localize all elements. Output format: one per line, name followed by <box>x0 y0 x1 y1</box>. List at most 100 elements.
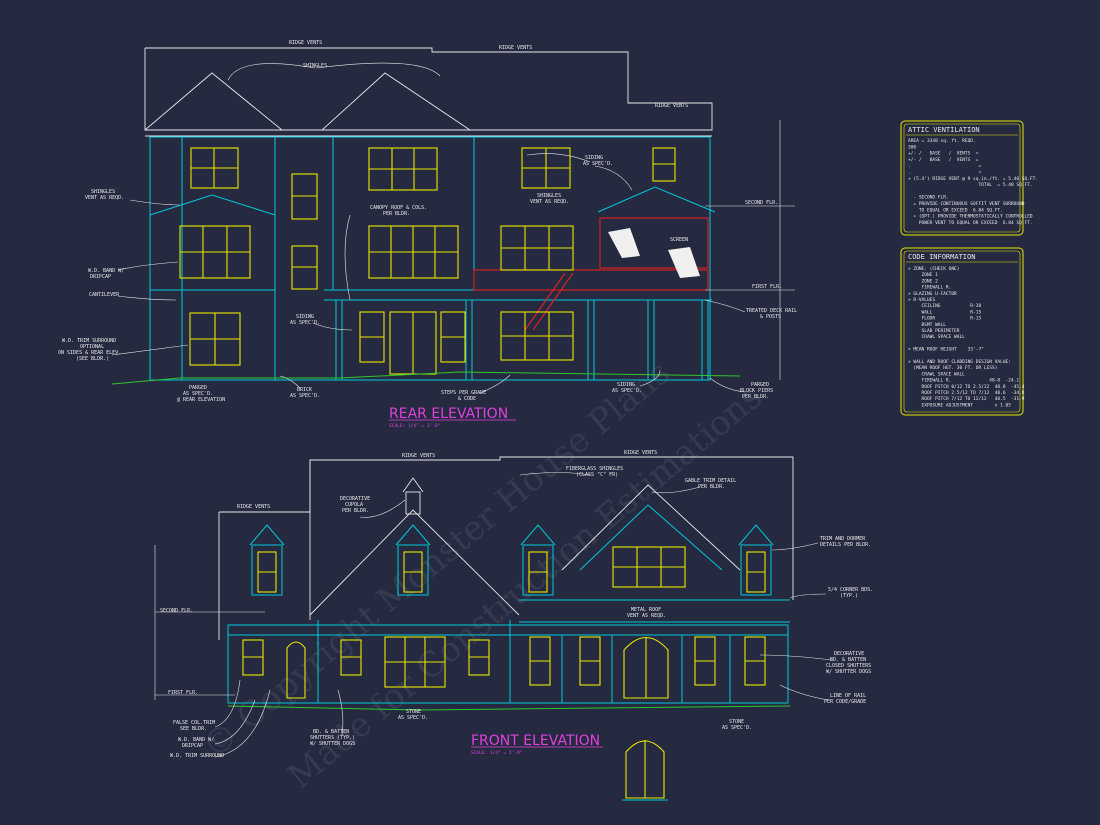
front-dormer-l1: TRIM AND DORMER <box>820 536 866 542</box>
rear-deck-l1: TREATED DECK RAIL <box>746 308 797 314</box>
rear-parged1-l3: @ REAR ELEVATION <box>177 397 225 403</box>
rear-deck-l2: & POSTS <box>760 314 781 320</box>
rear-wd-band-l2: DRIPCAP <box>90 274 111 280</box>
front-shutters-l1: DECORATIVE <box>834 651 864 657</box>
cupola <box>405 491 421 515</box>
front-shutters-l2: BD. & BATTEN <box>830 657 866 663</box>
front-annotations: RIDGE VENTS RIDGE VENTS RIDGE VENTS FIBE… <box>160 450 873 759</box>
code-lines-line-19: ROOF PITCH 0/12 TO 2.5/12 48.8 -45.4 <box>908 384 1025 390</box>
front-shutters-l4: W/ SHUTTER DOGS <box>826 669 871 675</box>
front-batten-l2: SHUTTERS (TYP.) <box>310 735 355 741</box>
attic-lines-line-11: TO EQUAL OR EXCEED 6.84 SQ.FT. <box>908 207 1003 213</box>
front-cupola-l3: PER BLDR. <box>342 508 369 514</box>
attic-lines-line-3: +/- / BASE / VENTS = <box>908 157 979 163</box>
front-center-gable <box>309 509 520 616</box>
svg-text:CANOPY ROOF & COLS.PER BLDR.: CANOPY ROOF & COLS.PER BLDR. <box>370 205 427 217</box>
code-lines-line-16: (MEAN ROOF HGT. 30 FT. OR LESS) <box>908 365 997 371</box>
code-lines-line-22: EXPOSURE ADJUSTMENT x 1.05 <box>908 402 1011 408</box>
screen-glare-1 <box>608 228 640 258</box>
rear-roof-hip-center <box>321 72 471 131</box>
rear-elevation-scale: SCALE: 1/4" = 1'-0" <box>389 423 440 429</box>
code-information-panel: CODE INFORMATION > ZONE: (CHECK ONE) ZON… <box>900 247 1025 416</box>
code-lines-line-9: BSMT WALL <box>908 322 946 328</box>
rear-first-flr: FIRST FLR. <box>752 284 782 290</box>
attic-lines-line-5: . = <box>908 171 981 176</box>
attic-lines-line-0: AREA = 3348 sq. ft. REQD. <box>908 138 976 144</box>
rear-cantilever: CANTILEVER <box>89 292 120 298</box>
front-first-flr: FIRST FLR. <box>168 690 198 696</box>
rear-trim-l2: OPTIONAL <box>80 344 104 350</box>
front-falsecol-l2: SEE BLDR. <box>180 726 207 732</box>
front-batten-l3: W/ SHUTTER DOGS <box>310 741 355 747</box>
rear-siding3-l1: SIDING <box>617 382 635 388</box>
rear-screen: SCREEN <box>670 237 688 243</box>
screen-glare-2 <box>668 247 700 278</box>
rear-brick-l2: AS SPEC'D. <box>290 393 320 399</box>
rear-siding1-l2: AS SPEC'D. <box>583 161 613 167</box>
front-gable-l2: PER BLDR. <box>698 484 725 490</box>
rear-shingles-vent-l1: SHINGLES <box>91 189 115 195</box>
front-metal-roof-l2: VENT AS REQD. <box>627 613 666 619</box>
rear-parged1-l2: AS SPEC'D. <box>183 391 213 397</box>
code-lines-line-10: SLAB PERIMETER <box>908 328 960 334</box>
rear-roof-outline <box>144 47 713 131</box>
rear-grade-line <box>111 371 741 385</box>
code-lines-line-2: ZONE 2 <box>908 278 938 284</box>
rear-ridge-vents-3: RIDGE VENTS <box>655 103 688 109</box>
rear-shingles: SHINGLES <box>303 63 327 69</box>
svg-text:FIBERGLASS SHINGLES(CLASS "C": FIBERGLASS SHINGLES(CLASS "C" FR) <box>566 466 623 478</box>
front-shutters-l3: CLOSED SHUTTERS <box>826 663 871 669</box>
rear-trim-l4: (SEE BLDR.) <box>76 356 109 362</box>
front-corner-l1: 5/4 CORNER BDS. <box>828 587 873 593</box>
front-cupola-l1: DECORATIVE <box>340 496 370 502</box>
attic-lines-line-2: +/- / BASE / VENTS = <box>908 151 979 157</box>
rear-elevation-title: REAR ELEVATION <box>389 406 508 422</box>
rear-windows <box>179 147 676 375</box>
code-lines-line-20: ROOF PITCH 2.5/12 TO 7/12 48.6 -34.8 <box>908 390 1025 396</box>
rear-steps-l2: & CODE <box>458 396 476 402</box>
attic-lines-line-1: 300 <box>908 144 916 150</box>
front-falsecol-l1: FALSE COL.TRIM <box>173 720 215 726</box>
rear-roof-hip-left <box>144 72 283 131</box>
rear-canopy-l1: CANOPY ROOF & COLS. <box>370 205 427 211</box>
attic-ventilation-title: ATTIC VENTILATION <box>908 126 980 134</box>
rear-second-flr: SECOND FLR. <box>745 200 778 206</box>
code-lines-line-17: CRAWL SPACE WALL <box>908 371 965 377</box>
rear-siding2-l2: AS SPEC'D. <box>290 320 320 326</box>
rear-elevation-title-block: REAR ELEVATION SCALE: 1/4" = 1'-0" <box>389 406 516 429</box>
front-rail-l2: PER CODE/GRADE <box>824 699 866 705</box>
code-lines-line-0: > ZONE: (CHECK ONE) <box>908 266 959 272</box>
code-lines-line-4: > GLAZING U-FACTOR <box>908 291 957 297</box>
code-lines-line-1: ZONE 1 <box>908 272 938 278</box>
front-gable-l1: GABLE TRIM DETAIL <box>685 478 736 484</box>
rear-shingles-vent-l2: VENT AS REQD. <box>85 195 124 201</box>
svg-text:W.D. BAND W/DRIPCAP: W.D. BAND W/DRIPCAP <box>178 737 214 749</box>
front-batten-l1: BD. & BATTEN <box>313 729 349 735</box>
rear-ridge-vents-2: RIDGE VENTS <box>499 45 532 51</box>
code-lines-line-21: ROOF PITCH 7/12 TO 12/12 48.5 -31.9 <box>908 396 1025 402</box>
code-lines-line-3: FIREWALL R. <box>908 285 951 291</box>
attic-lines-line-13: POWER VENT TO EQUAL OR EXCEED 6.84 SQ.FT… <box>908 220 1033 226</box>
front-windows <box>242 546 766 699</box>
rear-siding2-l1: SIDING <box>296 314 314 320</box>
rear-wd-band-l1: W.D. BAND W/ <box>88 268 124 274</box>
rear-parged1-l1: PARGED <box>189 385 207 391</box>
rear-parged2-l1: PARGED <box>751 382 769 388</box>
code-lines-line-6: CEILING R-38 <box>908 303 981 309</box>
front-cupola-l2: CUPOLA <box>345 502 363 508</box>
svg-text:W.D. BAND W/DRIPCAP: W.D. BAND W/DRIPCAP <box>88 268 124 280</box>
